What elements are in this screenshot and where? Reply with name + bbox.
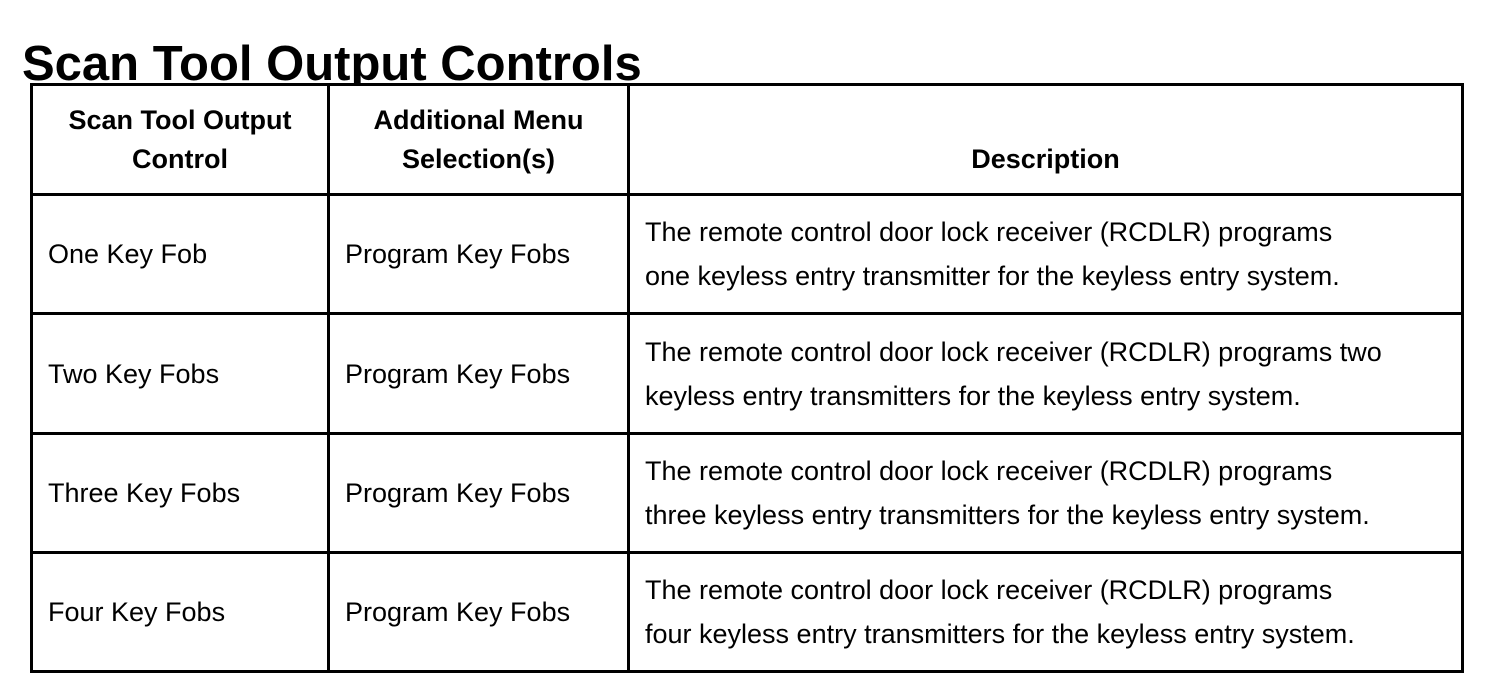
- cell-control-one-key-fob: One Key Fob: [33, 196, 330, 315]
- cell-menu-selection: Program Key Fobs: [330, 435, 630, 554]
- cell-description: The remote control door lock receiver (R…: [630, 435, 1461, 554]
- cell-description: The remote control door lock receiver (R…: [630, 315, 1461, 435]
- scan-tool-output-controls-table: Scan Tool Output Control Additional Menu…: [30, 83, 1464, 673]
- column-header-description: Description: [630, 86, 1461, 196]
- cell-description: The remote control door lock receiver (R…: [630, 196, 1461, 315]
- cell-menu-selection: Program Key Fobs: [330, 554, 630, 670]
- cell-description: The remote control door lock receiver (R…: [645, 575, 1355, 649]
- column-header-additional-menu-selections: Additional Menu Selection(s): [330, 86, 630, 196]
- cell-menu-selection: Program Key Fobs: [330, 196, 630, 315]
- cell-control-two-key-fobs: Two Key Fobs: [33, 315, 330, 435]
- page-title: Scan Tool Output Controls: [22, 36, 642, 91]
- column-header-scan-tool-output-control: Scan Tool Output Control: [33, 86, 330, 196]
- cell-control-three-key-fobs: Three Key Fobs: [33, 435, 330, 554]
- cell-control-four-key-fobs: Four Key Fobs: [33, 554, 330, 670]
- cell-menu-selection: Program Key Fobs: [330, 315, 630, 435]
